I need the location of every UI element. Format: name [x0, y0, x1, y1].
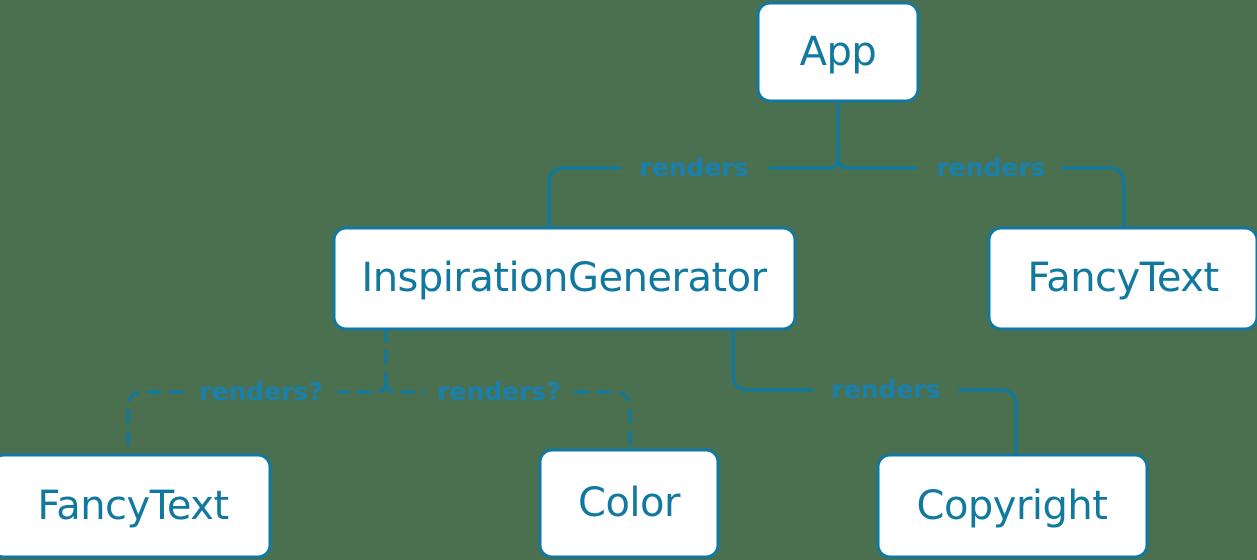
edge-app-to-fancytext — [1061, 166, 1126, 230]
edge-label-app-renders-inspiration: renders — [639, 153, 748, 182]
edge-labels-layer: renders renders renders? renders? render… — [199, 153, 1045, 406]
node-inspirationgenerator[interactable]: InspirationGenerator — [332, 226, 797, 331]
node-color[interactable]: Color — [538, 448, 720, 559]
edge-inspiration-to-color — [574, 390, 632, 452]
edge-label-inspiration-renders-copyright: renders — [831, 375, 940, 404]
node-label-color: Color — [578, 480, 681, 526]
edge-inspiration-to-copyright-left — [731, 327, 814, 392]
edge-label-inspiration-renders-color: renders? — [437, 377, 561, 406]
node-label-copyright: Copyright — [917, 483, 1108, 529]
node-label-app: App — [800, 29, 877, 75]
node-box-copyright[interactable] — [876, 453, 1149, 559]
edge-inspiration-dashed-right — [384, 380, 426, 394]
node-app[interactable]: App — [756, 1, 920, 103]
edge-app-branch-right — [836, 156, 918, 170]
node-fancytext-bottom[interactable]: FancyText — [0, 453, 272, 559]
node-label-inspirationgenerator: InspirationGenerator — [361, 255, 767, 301]
edges-layer — [126, 99, 1126, 457]
node-label-fancytext-top: FancyText — [1027, 255, 1218, 301]
node-box-color[interactable] — [538, 448, 720, 559]
node-box-fancytext-bottom[interactable] — [0, 453, 272, 559]
node-copyright[interactable]: Copyright — [876, 453, 1149, 559]
node-box-inspirationgenerator[interactable] — [332, 226, 797, 331]
edge-label-inspiration-renders-fancytext: renders? — [199, 377, 323, 406]
edge-inspiration-to-fancytext-bottom — [126, 390, 184, 457]
node-box-app[interactable] — [756, 1, 920, 103]
node-box-fancytext-top[interactable] — [987, 226, 1257, 331]
edge-label-app-renders-fancytext: renders — [936, 153, 1045, 182]
node-label-fancytext-bottom: FancyText — [37, 483, 228, 529]
edge-app-to-inspiration — [547, 166, 622, 230]
edge-inspiration-dashed-left — [338, 380, 388, 394]
node-fancytext-top[interactable]: FancyText — [987, 226, 1257, 331]
edge-inspiration-to-copyright-right — [958, 388, 1018, 457]
edge-app-branch-left — [768, 156, 840, 170]
